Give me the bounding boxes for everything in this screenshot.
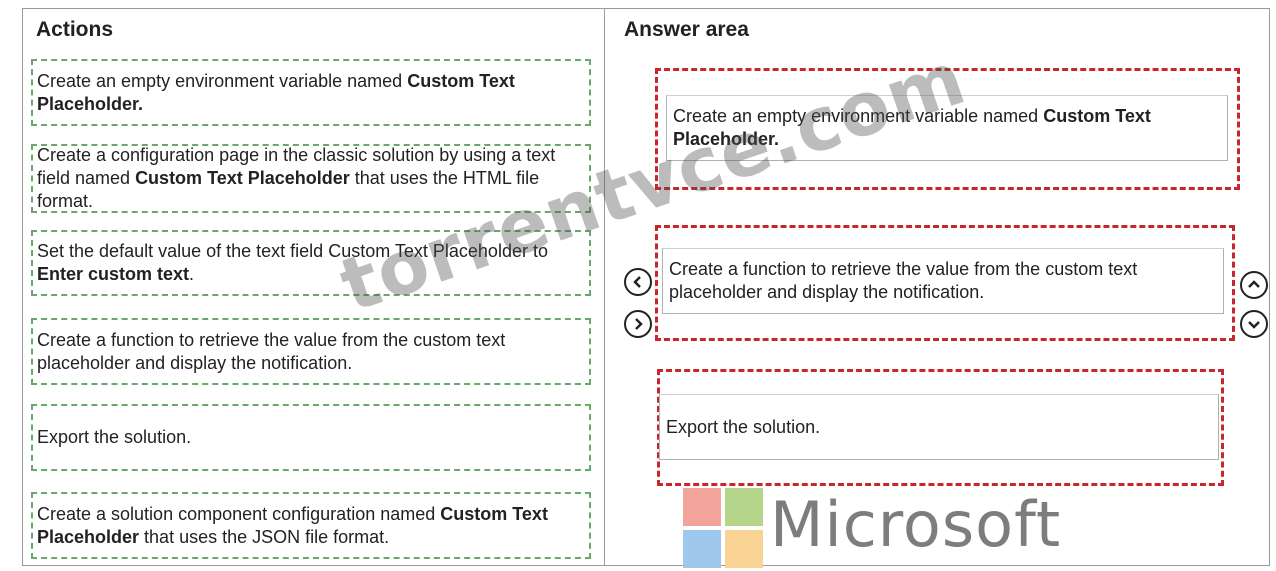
move-right-button[interactable] (624, 310, 652, 338)
answer-item-2[interactable]: Create a function to retrieve the value … (662, 248, 1224, 314)
action-item-1[interactable]: Create an empty environment variable nam… (31, 59, 591, 126)
action-item-text: Set the default value of the text field … (37, 241, 548, 284)
answer-slot-1[interactable] (655, 68, 1240, 190)
logo-square-yellow (725, 530, 763, 568)
action-item-text: Create a solution component configuratio… (37, 503, 548, 547)
action-item-4[interactable]: Create a function to retrieve the value … (31, 318, 591, 385)
move-up-button[interactable] (1240, 271, 1268, 299)
actions-heading: Actions (36, 18, 114, 41)
logo-square-red (683, 488, 721, 526)
chevron-right-icon (635, 318, 643, 330)
question-frame (22, 8, 1270, 566)
chevron-up-icon (1248, 280, 1260, 288)
action-item-6[interactable]: Create a solution component configuratio… (31, 492, 591, 559)
action-item-2[interactable]: Create a configuration page in the class… (31, 144, 591, 213)
action-item-text: Create an empty environment variable nam… (37, 70, 515, 114)
logo-square-green (725, 488, 763, 526)
answer-item-text: Export the solution. (666, 416, 821, 437)
action-item-3[interactable]: Set the default value of the text field … (31, 230, 591, 296)
answer-item-text: Create an empty environment variable nam… (673, 106, 1151, 149)
column-divider (604, 8, 605, 566)
microsoft-wordmark: Microsoft (770, 488, 1062, 561)
action-item-text: Create a function to retrieve the value … (37, 329, 506, 373)
answer-item-1[interactable]: Create an empty environment variable nam… (666, 95, 1228, 161)
action-item-text: Export the solution. (37, 427, 192, 447)
move-down-button[interactable] (1240, 310, 1268, 338)
answer-slot-3[interactable] (657, 369, 1224, 486)
logo-square-blue (683, 530, 721, 568)
answer-item-3[interactable]: Export the solution. (659, 394, 1219, 460)
chevron-left-icon (633, 276, 641, 288)
action-item-text: Create a configuration page in the class… (37, 145, 556, 211)
answer-item-text: Create a function to retrieve the value … (669, 259, 1138, 302)
action-item-5[interactable]: Export the solution. (31, 404, 591, 471)
chevron-down-icon (1248, 321, 1260, 329)
answer-area-heading: Answer area (624, 18, 749, 41)
answer-slot-2[interactable] (655, 225, 1235, 341)
move-left-button[interactable] (624, 268, 652, 296)
